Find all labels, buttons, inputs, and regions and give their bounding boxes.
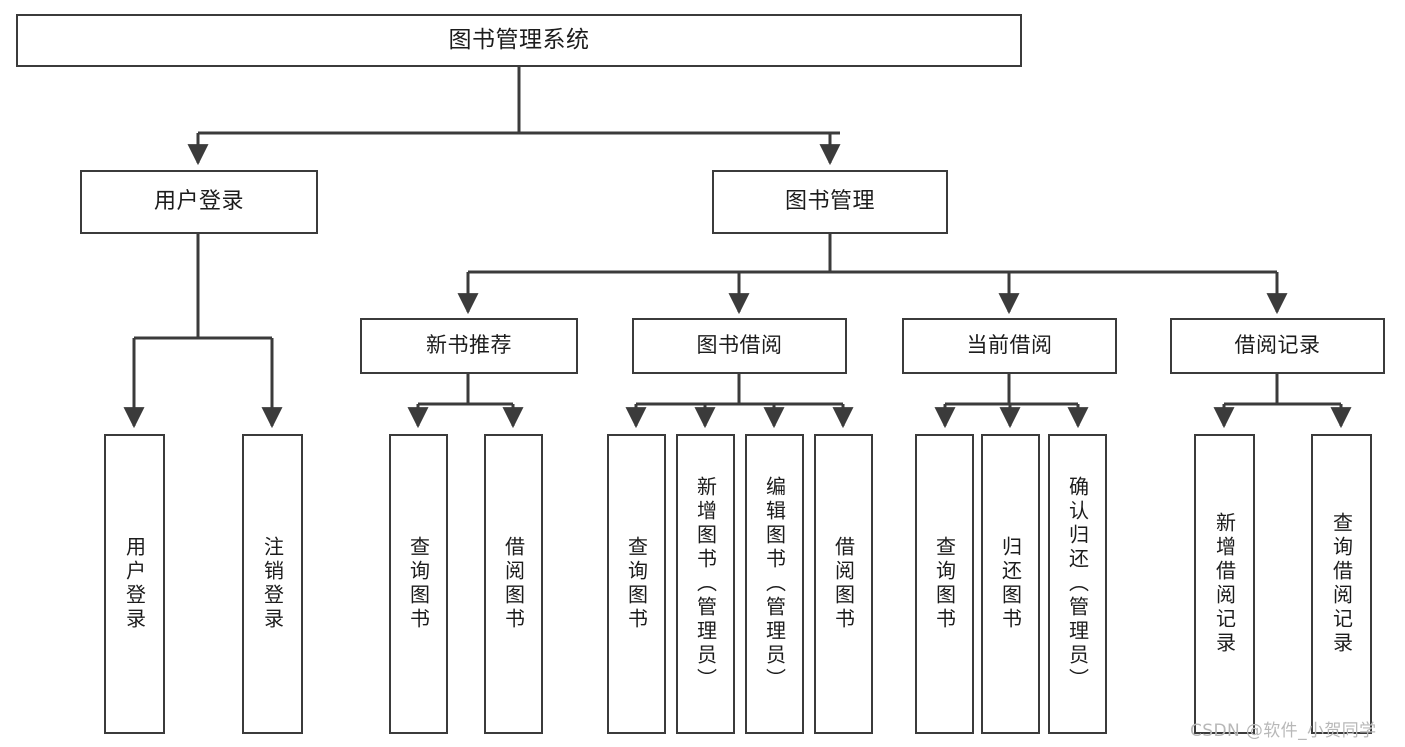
leaf-borrow-query-book[interactable]: 查询图书 xyxy=(607,434,666,734)
node-label: 图书借阅 xyxy=(696,333,783,358)
node-label: 确认归还（管理员） xyxy=(1065,476,1090,692)
leaf-new-books-query-book[interactable]: 查询图书 xyxy=(389,434,448,734)
node-label: 借阅图书 xyxy=(501,536,526,632)
node-new-book-recommendation[interactable]: 新书推荐 xyxy=(360,318,578,374)
node-current-borrowing[interactable]: 当前借阅 xyxy=(902,318,1117,374)
node-label: 查询图书 xyxy=(932,536,957,632)
node-label: 图书管理系统 xyxy=(448,26,590,53)
node-label: 新增图书（管理员） xyxy=(693,476,718,692)
node-label: 用户登录 xyxy=(122,536,147,632)
leaf-user-login-signin[interactable]: 用户登录 xyxy=(104,434,165,734)
leaf-current-query-book[interactable]: 查询图书 xyxy=(915,434,974,734)
leaf-records-add-record[interactable]: 新增借阅记录 xyxy=(1194,434,1255,734)
leaf-borrow-edit-book-admin[interactable]: 编辑图书（管理员） xyxy=(745,434,804,734)
node-label: 借阅记录 xyxy=(1234,333,1321,358)
node-label: 查询图书 xyxy=(406,536,431,632)
node-label: 查询借阅记录 xyxy=(1329,512,1354,656)
leaf-user-login-signout[interactable]: 注销登录 xyxy=(242,434,303,734)
leaf-borrow-borrow-book[interactable]: 借阅图书 xyxy=(814,434,873,734)
node-label: 编辑图书（管理员） xyxy=(762,476,787,692)
node-borrowing-records[interactable]: 借阅记录 xyxy=(1170,318,1385,374)
node-label: 新增借阅记录 xyxy=(1212,512,1237,656)
node-label: 注销登录 xyxy=(260,536,285,632)
leaf-current-confirm-return-admin[interactable]: 确认归还（管理员） xyxy=(1048,434,1107,734)
node-label: 图书管理 xyxy=(784,188,875,214)
node-root-book-management-system[interactable]: 图书管理系统 xyxy=(16,14,1022,67)
leaf-new-books-borrow-book[interactable]: 借阅图书 xyxy=(484,434,543,734)
node-label: 借阅图书 xyxy=(831,536,856,632)
node-label: 归还图书 xyxy=(998,536,1023,632)
node-label: 用户登录 xyxy=(153,188,244,214)
leaf-records-query-record[interactable]: 查询借阅记录 xyxy=(1311,434,1372,734)
node-book-borrowing[interactable]: 图书借阅 xyxy=(632,318,847,374)
node-label: 当前借阅 xyxy=(966,333,1053,358)
node-label: 新书推荐 xyxy=(426,333,512,358)
leaf-current-return-book[interactable]: 归还图书 xyxy=(981,434,1040,734)
node-book-management[interactable]: 图书管理 xyxy=(712,170,948,234)
leaf-borrow-add-book-admin[interactable]: 新增图书（管理员） xyxy=(676,434,735,734)
node-label: 查询图书 xyxy=(624,536,649,632)
node-user-login[interactable]: 用户登录 xyxy=(80,170,318,234)
